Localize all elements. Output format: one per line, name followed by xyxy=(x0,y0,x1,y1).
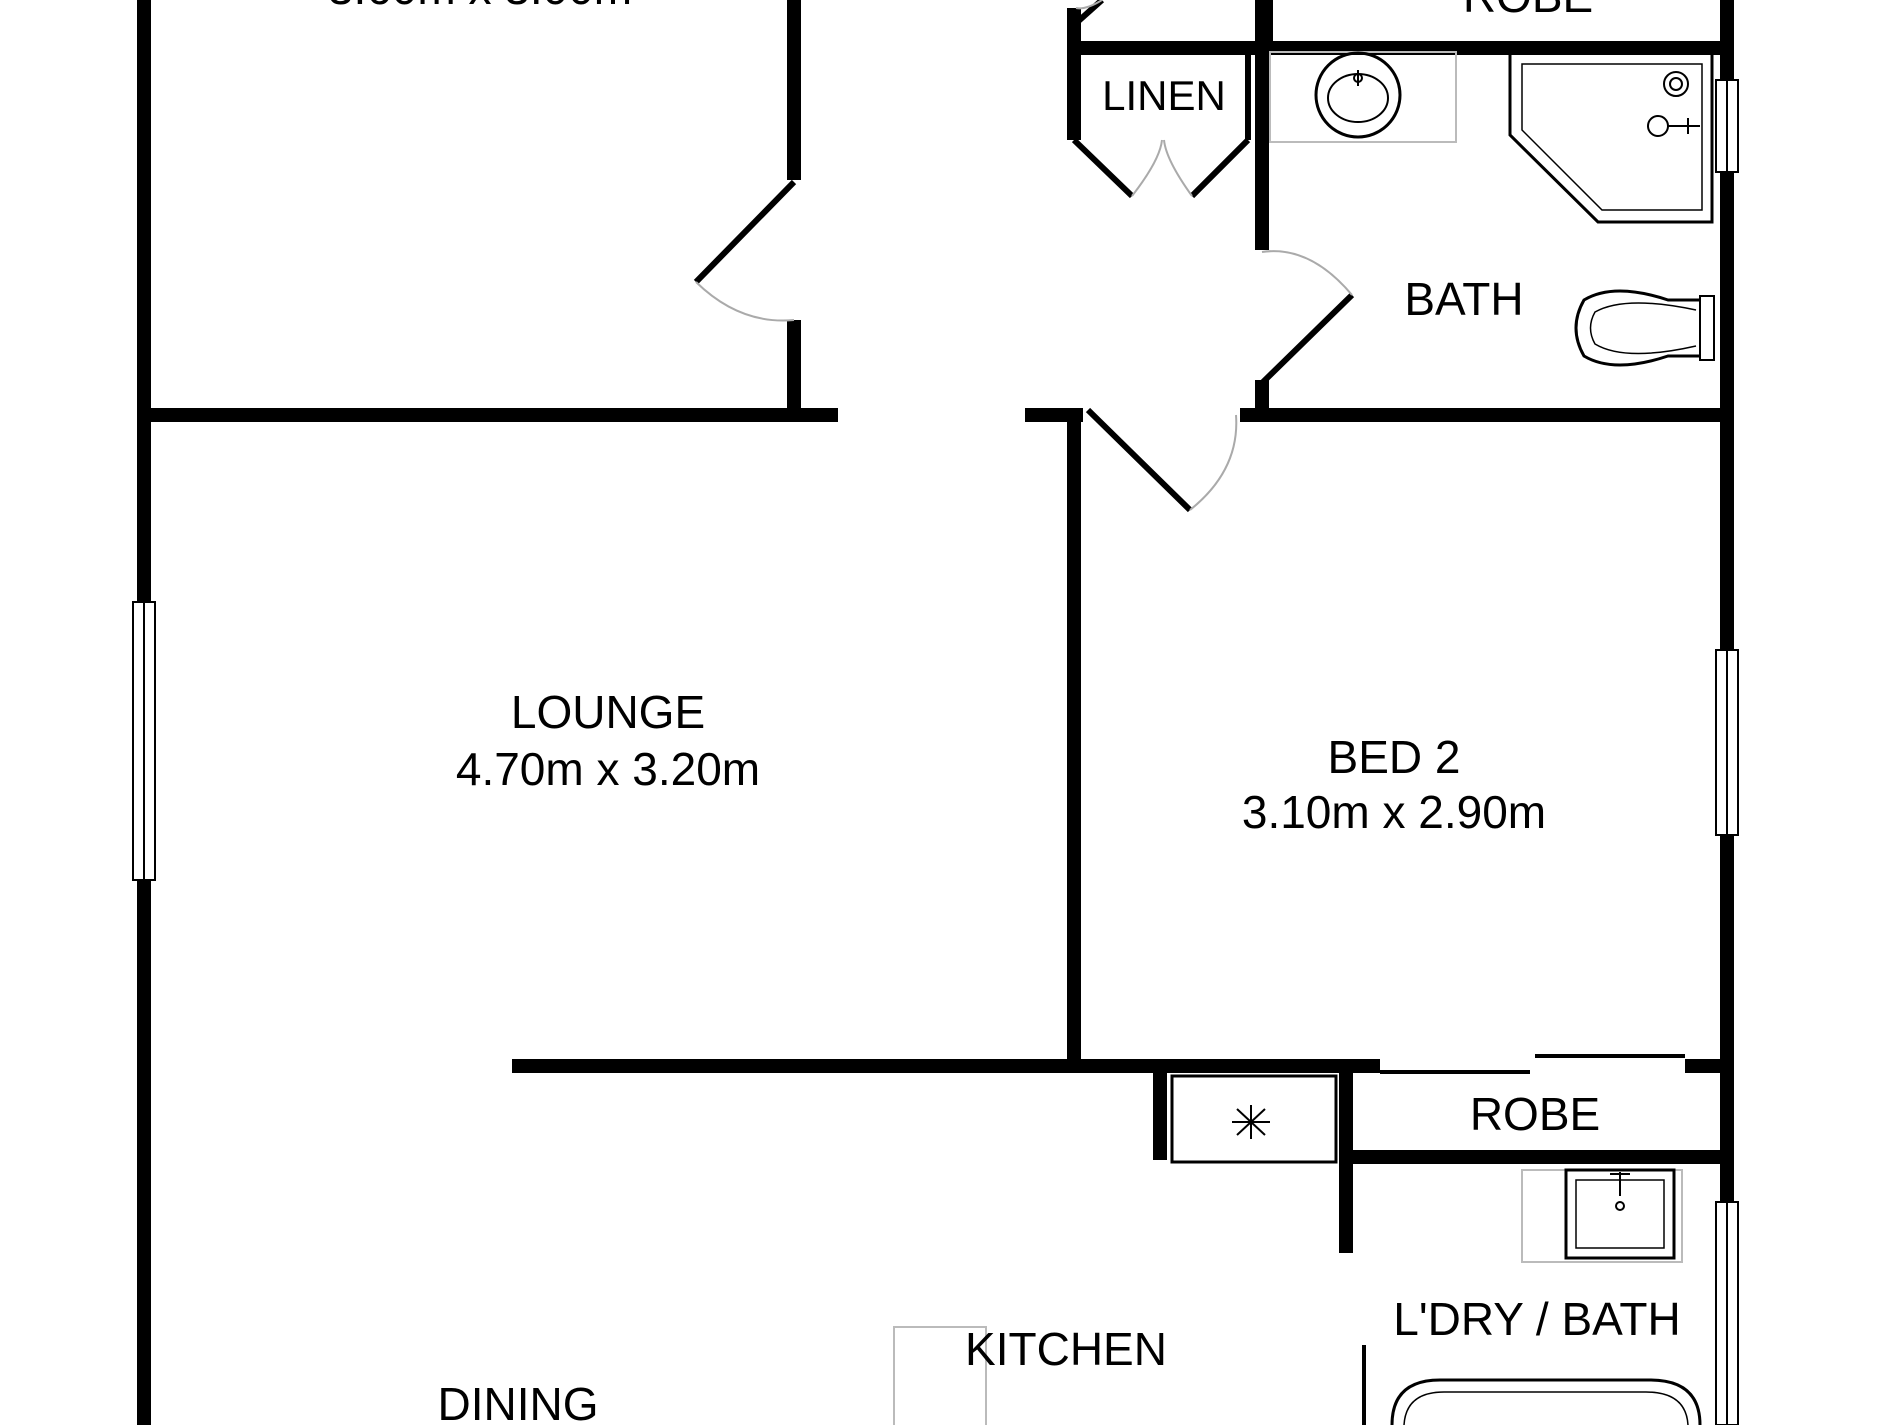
laundry-bath-label: L'DRY / BATH xyxy=(1393,1293,1680,1345)
door-bed2-leaf xyxy=(1085,407,1193,513)
door-bed1-leaf xyxy=(693,179,797,285)
tub-sink-icon xyxy=(1564,1168,1676,1260)
top-room-dims: 3.60m x 3.00m xyxy=(328,0,632,14)
linen-walls xyxy=(1071,137,1135,199)
snowflake-icon xyxy=(1232,1105,1270,1139)
vanity-top xyxy=(1269,51,1457,143)
door-bath-leaf xyxy=(1259,292,1355,386)
labels: 3.60m x 3.00m ROBE LINEN BATH LOUNGE 4.7… xyxy=(328,0,1681,1425)
fixtures xyxy=(893,50,1715,1425)
dining-label: DINING xyxy=(438,1378,599,1425)
linen-label: LINEN xyxy=(1102,72,1226,119)
bath-label: BATH xyxy=(1404,273,1523,325)
lounge-label: LOUNGE xyxy=(511,686,705,738)
shower-icon xyxy=(1508,50,1714,224)
door-bed2-swing xyxy=(1189,414,1238,511)
toilet-icon xyxy=(1574,289,1715,367)
door-bath-swing xyxy=(1261,250,1353,296)
bed2-label: BED 2 xyxy=(1328,731,1461,783)
fridge-box xyxy=(1170,1074,1338,1164)
bed2-dims: 3.10m x 2.90m xyxy=(1242,786,1546,838)
walls xyxy=(137,0,1734,1425)
robe-label: ROBE xyxy=(1470,1088,1600,1140)
door-linen-swing xyxy=(1131,139,1193,197)
kitchen-label: KITCHEN xyxy=(965,1323,1167,1375)
bathtub-icon xyxy=(1362,1345,1702,1425)
basin-icon xyxy=(1314,51,1402,139)
lounge-dims: 4.70m x 3.20m xyxy=(456,743,760,795)
windows xyxy=(132,79,1739,1425)
doors xyxy=(693,0,1685,1074)
robe-top-label: ROBE xyxy=(1463,0,1593,22)
door-bed1-swing xyxy=(695,281,795,322)
kitchen-bench xyxy=(893,1326,987,1425)
